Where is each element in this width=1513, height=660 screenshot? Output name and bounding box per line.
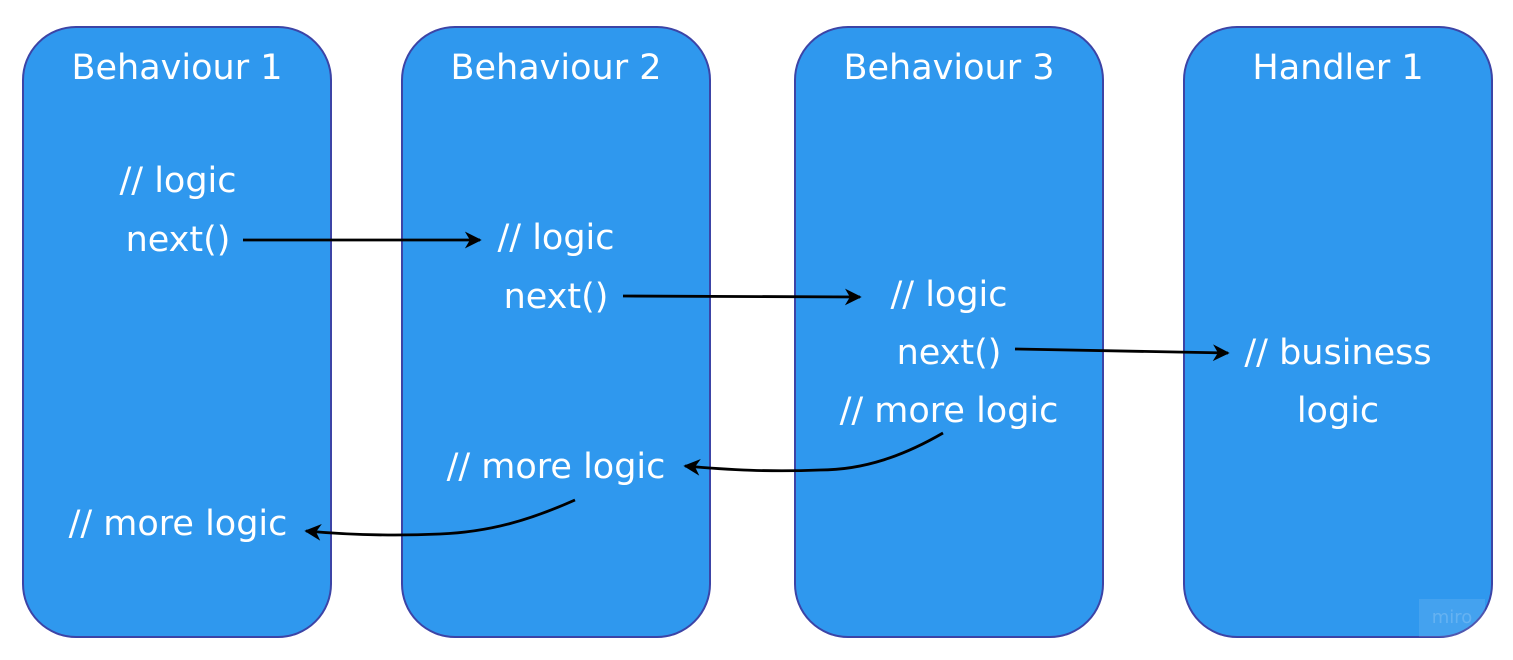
business-logic-label-line1: // business xyxy=(1244,333,1432,373)
lane-title: Behaviour 2 xyxy=(450,48,662,88)
watermark-logo: miro xyxy=(1419,599,1485,637)
more-logic-label: // more logic xyxy=(839,391,1059,431)
business-logic-label-line2: logic xyxy=(1296,391,1380,431)
lane-title: Behaviour 1 xyxy=(71,48,283,88)
more-logic-label: // more logic xyxy=(68,504,288,544)
lane-handler-1: Handler 1 xyxy=(1183,26,1493,638)
more-logic-label: // more logic xyxy=(446,447,666,487)
next-call-label: next() xyxy=(896,333,1002,373)
lane-title: Behaviour 3 xyxy=(843,48,1055,88)
next-call-label: next() xyxy=(503,277,609,317)
logic-label: // logic xyxy=(119,161,237,201)
next-call-label: next() xyxy=(125,220,231,260)
lane-behaviour-1: Behaviour 1 xyxy=(22,26,332,638)
logic-label: // logic xyxy=(497,218,615,258)
lane-title: Handler 1 xyxy=(1252,48,1424,88)
lane-behaviour-2: Behaviour 2 xyxy=(401,26,711,638)
logic-label: // logic xyxy=(890,275,1008,315)
lane-behaviour-3: Behaviour 3 xyxy=(794,26,1104,638)
